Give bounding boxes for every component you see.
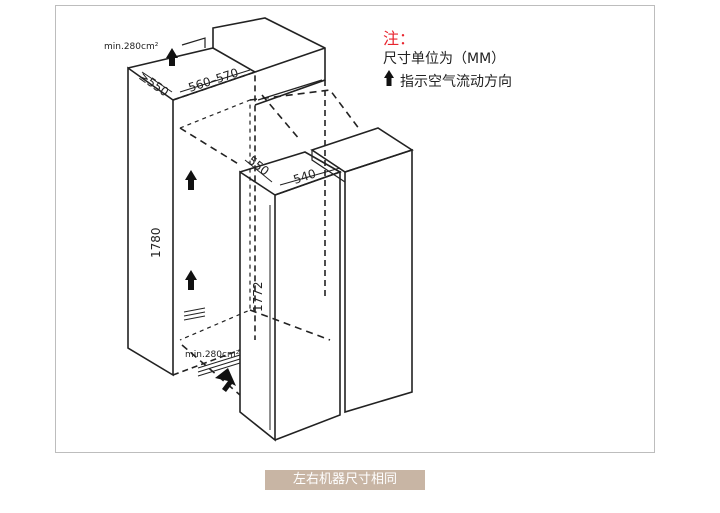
diagram-frame	[55, 5, 655, 453]
niche-depth-label: ≥550	[136, 69, 171, 99]
airflow-arrow-in-icon	[215, 368, 236, 392]
airflow-legend-icon	[384, 70, 394, 86]
note-airflow: 指示空气流动方向	[400, 74, 512, 90]
niche-height-label: 1780	[149, 227, 163, 258]
note-unit: 尺寸单位为（MM）	[383, 51, 506, 67]
appliance-height-label: 1772	[251, 281, 265, 312]
appliance-width-label: 540	[292, 166, 318, 186]
niche-width-label: 560–570	[187, 66, 241, 95]
right-appliance-front	[344, 148, 413, 414]
bottom-vent-label: min.280cm²	[185, 350, 240, 360]
left-niche-back	[172, 70, 256, 340]
appliance-depth-label: 550	[245, 153, 272, 178]
left-niche-side	[127, 66, 174, 377]
airflow-arrow-up-icon	[166, 48, 178, 66]
top-vent-label: min.280cm²	[104, 42, 159, 52]
left-appliance-front	[274, 170, 341, 441]
airflow-arrow-up-icon	[185, 170, 197, 190]
airflow-arrow-up-icon	[185, 270, 197, 290]
right-niche-top	[212, 17, 326, 106]
note-title: 注：	[383, 29, 416, 48]
caption: 左右机器尺寸相同	[265, 470, 425, 490]
